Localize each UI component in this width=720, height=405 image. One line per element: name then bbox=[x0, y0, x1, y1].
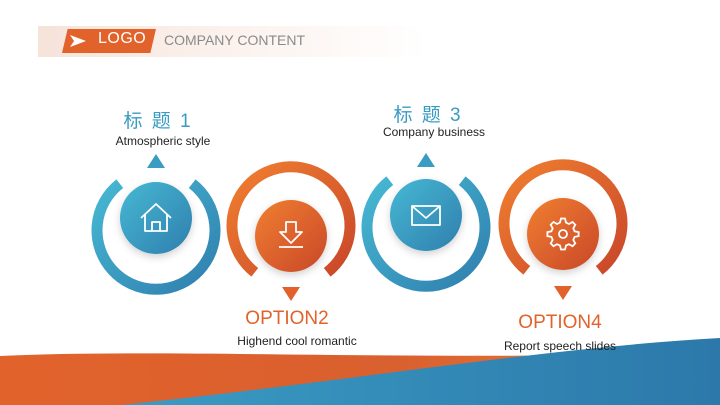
step-2 bbox=[226, 161, 356, 301]
step-2-subtitle: Highend cool romantic bbox=[237, 334, 357, 348]
mail-icon bbox=[411, 205, 441, 226]
logo-arrow-icon bbox=[70, 35, 86, 47]
gear-icon bbox=[546, 217, 580, 251]
step-2-title: OPTION2 bbox=[245, 308, 329, 329]
step-3-subtitle: Company business bbox=[382, 125, 486, 139]
bottom-wave-blue bbox=[120, 338, 720, 405]
download-icon bbox=[279, 221, 303, 248]
step-1 bbox=[91, 154, 221, 295]
company-content-text: COMPANY CONTENT bbox=[164, 32, 306, 48]
step-3 bbox=[361, 153, 491, 292]
step-4-title: OPTION4 bbox=[518, 312, 602, 333]
step-4-subtitle: Report speech slides bbox=[503, 339, 617, 353]
logo-text: LOGO bbox=[98, 30, 147, 47]
step-1-subtitle: Atmospheric style bbox=[115, 134, 211, 148]
step-4 bbox=[498, 159, 628, 300]
step-3-title: 标 题 3 bbox=[393, 105, 463, 126]
home-icon bbox=[140, 203, 172, 232]
step-1-title: 标 题 1 bbox=[123, 111, 193, 132]
